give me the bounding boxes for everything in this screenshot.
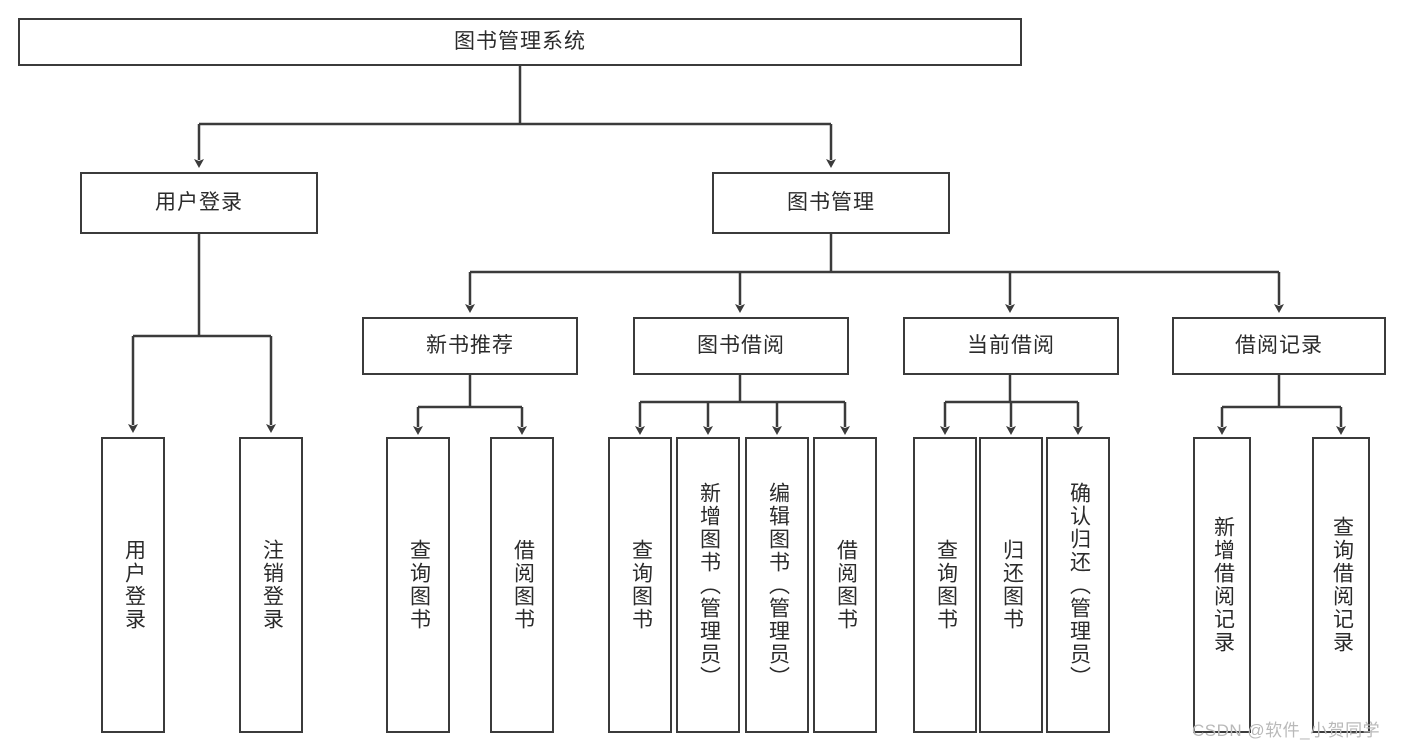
node-borrow-record-label: 借阅记录 [1235, 334, 1323, 358]
node-user-login[interactable]: 用户登录 [80, 172, 318, 234]
node-leaf-add-book[interactable]: 新增图书（管理员） [676, 437, 740, 733]
node-leaf-query-book-2-label: 查询图书 [629, 539, 653, 631]
node-leaf-edit-book-label: 编辑图书（管理员） [766, 481, 790, 689]
node-leaf-logout-label: 注销登录 [260, 539, 284, 631]
node-leaf-borrow-book-2[interactable]: 借阅图书 [813, 437, 877, 733]
node-leaf-query-book-3[interactable]: 查询图书 [913, 437, 977, 733]
node-leaf-add-book-label: 新增图书（管理员） [697, 481, 721, 689]
node-leaf-query-record-label: 查询借阅记录 [1330, 516, 1354, 654]
node-leaf-query-book-2[interactable]: 查询图书 [608, 437, 672, 733]
node-leaf-user-login-label: 用户登录 [122, 539, 146, 631]
node-current-borrow-label: 当前借阅 [967, 334, 1055, 358]
node-leaf-query-book-1-label: 查询图书 [407, 539, 431, 631]
node-leaf-logout[interactable]: 注销登录 [239, 437, 303, 733]
node-leaf-confirm-return[interactable]: 确认归还（管理员） [1046, 437, 1110, 733]
node-root-title[interactable]: 图书管理系统 [18, 18, 1022, 66]
node-leaf-return-book-label: 归还图书 [1000, 539, 1024, 631]
node-book-manage[interactable]: 图书管理 [712, 172, 950, 234]
node-book-borrow[interactable]: 图书借阅 [633, 317, 849, 375]
node-leaf-add-record[interactable]: 新增借阅记录 [1193, 437, 1251, 733]
node-leaf-query-book-3-label: 查询图书 [934, 539, 958, 631]
node-leaf-confirm-return-label: 确认归还（管理员） [1067, 481, 1091, 689]
node-leaf-edit-book[interactable]: 编辑图书（管理员） [745, 437, 809, 733]
node-root-title-label: 图书管理系统 [454, 30, 586, 54]
node-user-login-label: 用户登录 [155, 191, 243, 215]
node-leaf-query-record[interactable]: 查询借阅记录 [1312, 437, 1370, 733]
node-leaf-add-record-label: 新增借阅记录 [1211, 516, 1235, 654]
node-new-book-rec-label: 新书推荐 [426, 334, 514, 358]
node-borrow-record[interactable]: 借阅记录 [1172, 317, 1386, 375]
node-leaf-query-book-1[interactable]: 查询图书 [386, 437, 450, 733]
node-leaf-user-login[interactable]: 用户登录 [101, 437, 165, 733]
node-leaf-return-book[interactable]: 归还图书 [979, 437, 1043, 733]
node-leaf-borrow-book-1[interactable]: 借阅图书 [490, 437, 554, 733]
node-leaf-borrow-book-2-label: 借阅图书 [834, 539, 858, 631]
watermark-text: CSDN @软件_小贺同学 [1192, 721, 1381, 740]
node-current-borrow[interactable]: 当前借阅 [903, 317, 1119, 375]
node-new-book-rec[interactable]: 新书推荐 [362, 317, 578, 375]
node-book-borrow-label: 图书借阅 [697, 334, 785, 358]
node-leaf-borrow-book-1-label: 借阅图书 [511, 539, 535, 631]
node-book-manage-label: 图书管理 [787, 191, 875, 215]
